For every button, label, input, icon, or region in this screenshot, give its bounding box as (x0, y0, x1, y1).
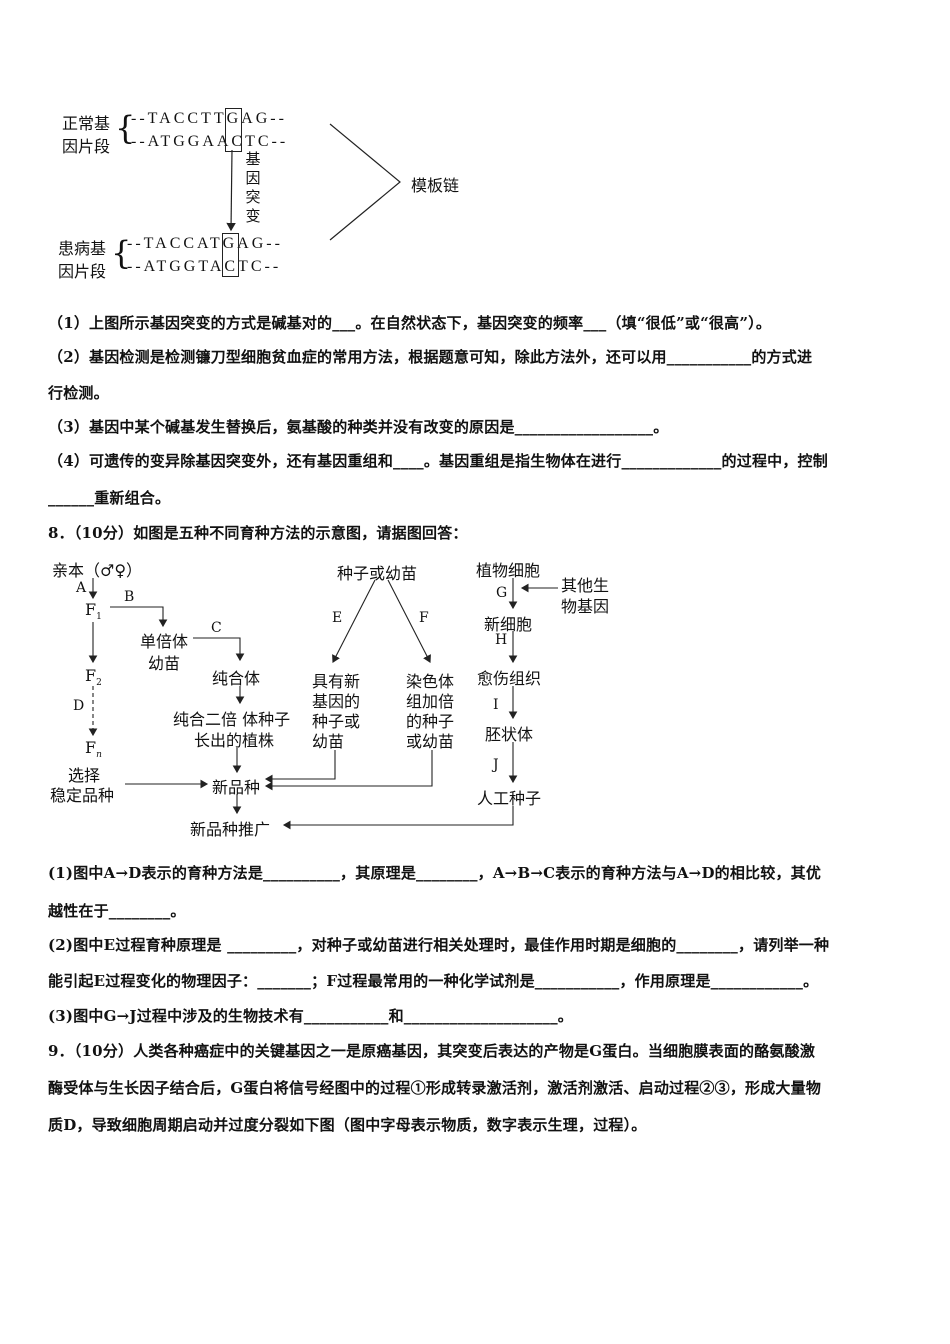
pure-label: 纯合体 (212, 669, 261, 688)
f2-sub: 2 (96, 678, 102, 689)
q8-part3: (3)图中G→J过程中涉及的生物技术有___________和_________… (48, 1007, 574, 1025)
q8-part2-line2: 能引起E过程变化的物理因子：_______；F过程最常用的一种化学试剂是____… (48, 972, 819, 990)
mutation-label: 基因突变 (245, 150, 261, 225)
q8-part1-line1: (1)图中A→D表示的育种方法是__________，其原理是________，… (48, 864, 822, 882)
step-i-label: I (493, 697, 499, 713)
f2-text: F (85, 666, 97, 685)
new-cell-label: 新细胞 (484, 615, 533, 634)
new-gene-label-3: 种子或 (312, 712, 361, 731)
q7-part1: （1）上图所示基因突变的方式是碱基对的___。在自然状态下，基因突变的频率___… (48, 314, 772, 332)
embryoid-label: 胚状体 (485, 725, 534, 744)
brace-disease: { (111, 234, 132, 272)
normal-seq-top: --TACCTTGAG-- (131, 110, 287, 127)
diploid-label-1: 纯合二倍 体种子 (173, 710, 291, 729)
new-gene-label-2: 基因的 (312, 692, 361, 711)
brace-normal: { (115, 109, 136, 147)
plant-cell-label: 植物细胞 (476, 561, 541, 580)
other-gene-label-2: 物基因 (561, 597, 610, 616)
q7-part2-line2: 行检测。 (48, 384, 109, 402)
chromosome-label-2: 组加倍 (406, 692, 455, 711)
disease-base-box (222, 233, 239, 277)
haploid-label-2: 幼苗 (148, 654, 181, 673)
step-g-label: G (496, 585, 508, 601)
disease-gene-label-1: 患病基 (58, 239, 107, 258)
fn-label: Fn (85, 738, 102, 760)
normal-gene-label-1: 正常基 (62, 114, 111, 133)
q7-part2-line1: （2）基因检测是检测镰刀型细胞贫血症的常用方法，根据题意可知，除此方法外，还可以… (48, 348, 813, 366)
step-b-label: B (124, 589, 135, 605)
f1-label: F1 (85, 600, 102, 622)
select-label-1: 选择 (68, 766, 101, 785)
normal-gene-label-2: 因片段 (62, 137, 111, 156)
q9-line3: 质D，导致细胞周期启动并过度分裂如下图（图中字母表示物质，数字表示生理，过程）。 (48, 1116, 647, 1134)
artificial-seed-label: 人工种子 (477, 789, 542, 808)
step-h-label: H (495, 632, 508, 648)
diploid-label-2: 长出的植株 (194, 731, 275, 750)
normal-seq-bottom: --ATGGAACTC-- (131, 133, 289, 150)
f1-text: F (85, 600, 97, 619)
chromosome-label-1: 染色体 (406, 672, 455, 691)
parent-label: 亲本（♂♀） (52, 561, 143, 580)
step-j-label: J (493, 757, 499, 773)
step-a-label: A (76, 580, 87, 596)
haploid-label-1: 单倍体 (140, 632, 189, 651)
q7-part3: （3）基因中某个碱基发生替换后，氨基酸的种类并没有改变的原因是_________… (48, 418, 669, 436)
q7-part4-line1: （4）可遗传的变异除基因突变外，还有基因重组和____。基因重组是指生物体在进行… (48, 452, 828, 470)
new-gene-label-1: 具有新 (312, 672, 361, 691)
callus-label: 愈伤组织 (477, 669, 542, 688)
fn-text: F (85, 738, 97, 757)
step-f-label: F (419, 610, 429, 626)
step-d-label: D (73, 698, 85, 714)
template-strand-label: 模板链 (411, 176, 460, 195)
seed-seedling-label: 种子或幼苗 (337, 564, 418, 583)
select-label-2: 稳定品种 (50, 786, 115, 805)
q9-line2: 酶受体与生长因子结合后，G蛋白将信号经图中的过程①形成转录激活剂，激活剂激活、启… (48, 1079, 822, 1097)
chromosome-label-4: 或幼苗 (406, 732, 455, 751)
q8-title: 8．（10分）如图是五种不同育种方法的示意图，请据图回答： (48, 524, 468, 542)
normal-base-box (225, 108, 242, 152)
step-e-label: E (332, 610, 343, 626)
step-c-label: C (211, 620, 222, 636)
q8-part1-line2: 越性在于________。 (48, 902, 186, 920)
new-gene-label-4: 幼苗 (312, 732, 345, 751)
other-gene-label-1: 其他生 (561, 576, 610, 595)
q8-part2-line1: (2)图中E过程育种原理是 _________，对种子或幼苗进行相关处理时，最佳… (48, 936, 830, 954)
disease-seq-top: --TACCATGAG-- (127, 235, 283, 252)
new-variety-label: 新品种 (212, 778, 261, 797)
q7-part4-line2: ______重新组合。 (48, 489, 171, 507)
q9-line1: 9．（10分）人类各种癌症中的关键基因之一是原癌基因，其突变后表达的产物是G蛋白… (48, 1042, 816, 1060)
variety-promotion-label: 新品种推广 (190, 820, 271, 839)
fn-sub: n (96, 750, 102, 761)
disease-gene-label-2: 因片段 (58, 262, 107, 281)
f2-label: F2 (85, 666, 102, 688)
disease-seq-bottom: --ATGGTACTC-- (127, 258, 282, 275)
f1-sub: 1 (96, 612, 102, 623)
chromosome-label-3: 的种子 (406, 712, 455, 731)
